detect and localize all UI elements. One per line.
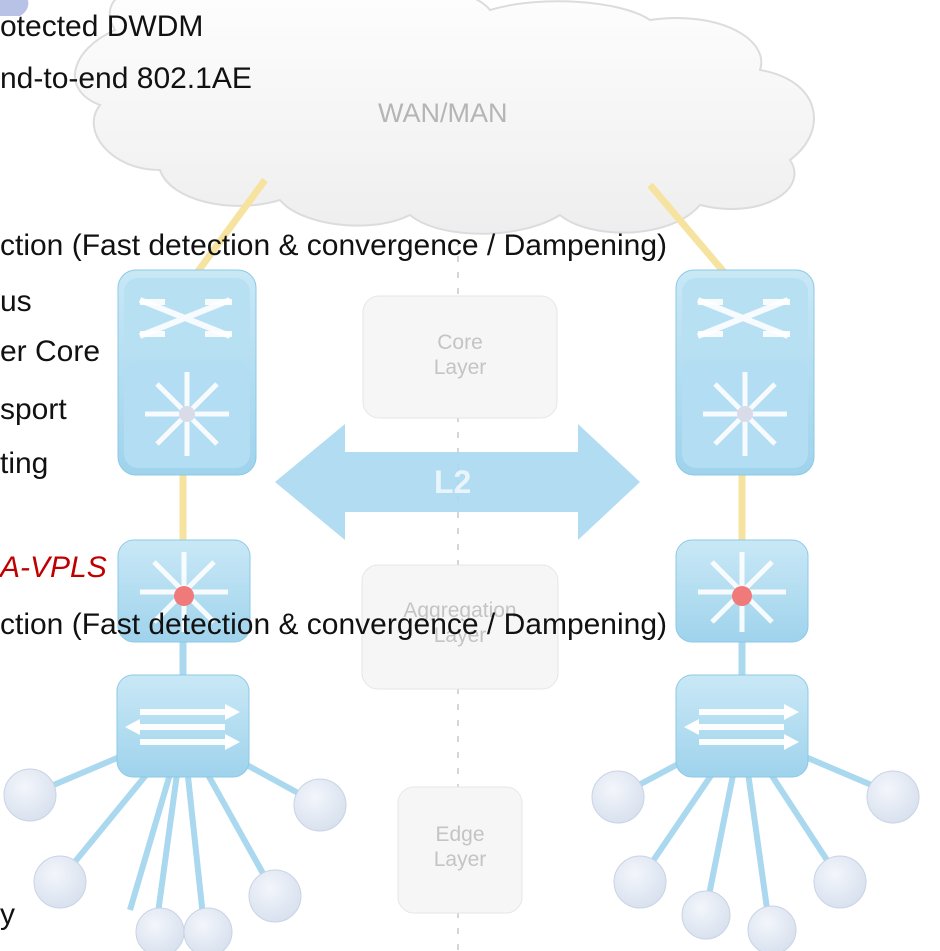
text-line-core: er Core [0,335,101,368]
text-line-us: us [0,285,32,318]
aggregation-layer-line2: Layer [433,624,487,648]
core-layer-line1: Core [437,331,483,354]
cloud-label: WAN/MAN [378,98,508,128]
core-device-right [675,269,815,476]
host-node-icon [3,768,347,951]
optical-switch-icon [0,0,29,16]
text-line-ting: ting [0,447,49,480]
aggregation-layer-line1: Aggregation [403,599,517,622]
l2-arrow-label: L2 [434,464,472,500]
text-line-transport: sport [0,393,67,426]
aggregation-layer-box [361,564,559,690]
edge-layer-box [397,786,523,914]
multilayer-switch-icon [117,539,251,643]
text-line-protected-dwdm: otected DWDM [0,10,204,43]
host-node-icon [591,770,920,951]
edge-layer-label: Edge Layer [398,822,522,872]
text-line-802-1ae: nd-to-end 802.1AE [0,62,252,95]
core-layer-line2: Layer [433,356,487,380]
text-line-detection-1: ction (Fast detection & convergence / Da… [0,229,668,262]
text-line-detection-2: ction (Fast detection & convergence / Da… [0,608,668,641]
uplink-lines [179,177,746,690]
text-line-a-vpls: A-VPLS [0,551,107,584]
layer2-switch-icon [116,674,250,778]
bidirectional-arrow-icon [275,424,640,540]
layer2-switch-icon [675,674,809,778]
edge-layer-line2: Layer [433,848,487,872]
cloud-icon [73,0,815,235]
core-layer-label: Core Layer [363,330,557,380]
text-line-y: y [0,898,15,931]
core-layer-box [362,295,558,419]
core-device-left [117,269,257,476]
multilayer-switch-icon [675,539,809,643]
aggregation-layer-label: Aggregation Layer [362,598,558,648]
edge-layer-line1: Edge [435,823,485,846]
